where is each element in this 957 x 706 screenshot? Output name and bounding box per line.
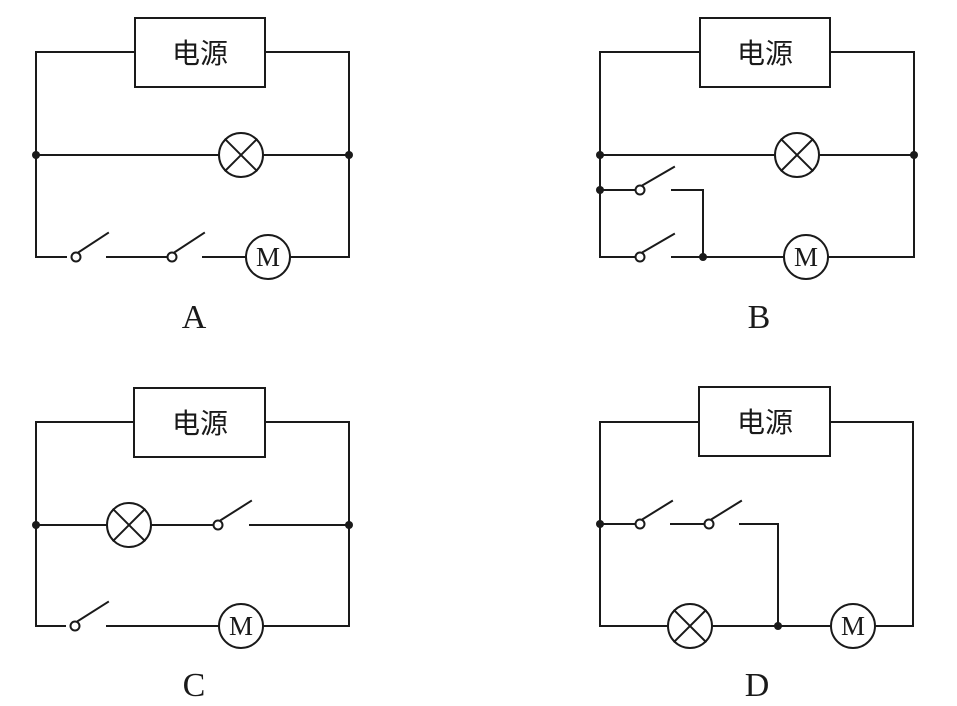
wire-switch1-out — [671, 189, 704, 258]
switch-icon — [166, 231, 206, 263]
junction-dot — [910, 151, 918, 159]
switch-icon — [634, 232, 676, 263]
switch-icon — [212, 499, 253, 531]
junction-dot — [32, 521, 40, 529]
power-supply: 电源 — [698, 386, 831, 457]
circuit-b: 电源 M B — [596, 17, 918, 336]
motor-icon: M — [783, 234, 829, 280]
power-supply-label: 电源 — [172, 407, 228, 440]
junction-dot — [596, 151, 604, 159]
power-supply: 电源 — [134, 17, 266, 88]
motor-icon: M — [830, 603, 876, 649]
motor-icon: M — [245, 234, 291, 280]
motor-label: M — [229, 611, 253, 641]
power-supply-label: 电源 — [737, 406, 793, 439]
junction-dot — [345, 151, 353, 159]
motor-icon: M — [218, 603, 264, 649]
power-supply: 电源 — [699, 17, 831, 88]
junction-dot — [345, 521, 353, 529]
switch-icon — [634, 165, 676, 196]
wire-switch-out — [739, 523, 779, 627]
switch-icon — [69, 600, 110, 632]
motor-label: M — [256, 242, 280, 272]
motor-label: M — [841, 611, 865, 641]
junction-dot — [596, 520, 604, 528]
circuit-c: 电源 M C — [32, 387, 353, 704]
switch-icon — [703, 499, 743, 530]
switch-icon — [70, 231, 110, 263]
junction-dot — [596, 186, 604, 194]
power-supply-label: 电源 — [172, 37, 228, 70]
option-label-d[interactable]: D — [745, 667, 770, 704]
lamp-icon — [774, 132, 820, 178]
option-label-b[interactable]: B — [748, 299, 771, 336]
lamp-icon — [218, 132, 264, 178]
lamp-icon — [106, 502, 152, 548]
option-label-c[interactable]: C — [183, 667, 206, 704]
circuit-a: 电源 M A — [32, 17, 353, 336]
wire-top-right — [829, 421, 914, 627]
lamp-icon — [667, 603, 713, 649]
switch-icon — [634, 499, 674, 530]
motor-label: M — [794, 242, 818, 272]
junction-dot — [774, 622, 782, 630]
circuit-d: 电源 M D — [596, 386, 914, 704]
junction-dot — [699, 253, 707, 261]
power-supply-label: 电源 — [737, 37, 793, 70]
power-supply: 电源 — [133, 387, 266, 458]
option-label-a[interactable]: A — [182, 299, 207, 336]
junction-dot — [32, 151, 40, 159]
